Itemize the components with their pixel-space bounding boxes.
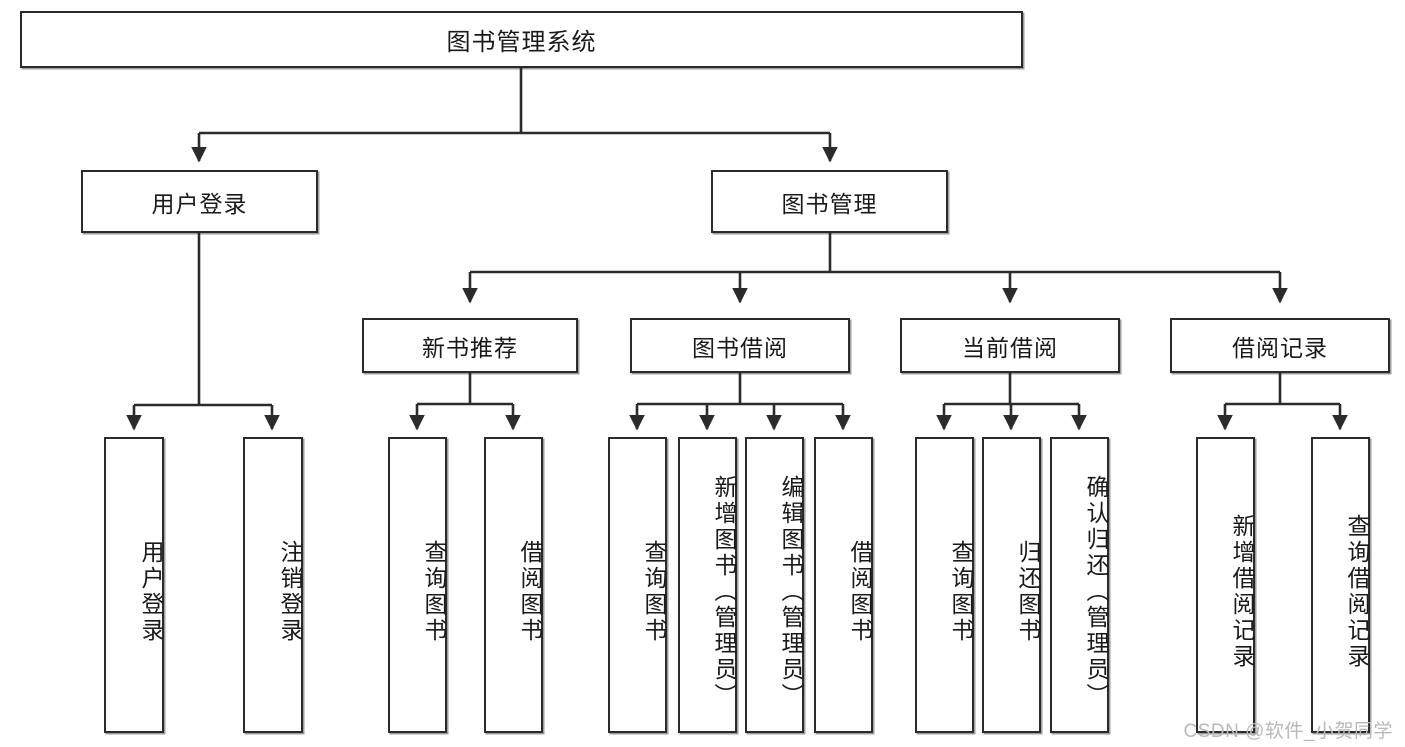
leaf-query-book-1[interactable]: 查询图书 bbox=[388, 437, 447, 733]
node-user-login[interactable]: 用户登录 bbox=[81, 170, 318, 233]
leaf-borrow-book-1[interactable]: 借阅图书 bbox=[484, 437, 543, 733]
leaf-add-book[interactable]: 新增图书（管理员） bbox=[678, 437, 737, 733]
leaf-borrow-book-2[interactable]: 借阅图书 bbox=[814, 437, 873, 733]
node-root-system[interactable]: 图书管理系统 bbox=[20, 11, 1023, 68]
node-borrow-record[interactable]: 借阅记录 bbox=[1170, 318, 1390, 373]
leaf-edit-book[interactable]: 编辑图书（管理员） bbox=[745, 437, 804, 733]
node-book-management[interactable]: 图书管理 bbox=[711, 170, 948, 233]
leaf-query-book-2[interactable]: 查询图书 bbox=[608, 437, 667, 733]
node-book-borrow[interactable]: 图书借阅 bbox=[630, 318, 850, 373]
node-new-book-recommend[interactable]: 新书推荐 bbox=[362, 318, 578, 373]
leaf-user-login[interactable]: 用户登录 bbox=[104, 437, 164, 733]
leaf-logout-login[interactable]: 注销登录 bbox=[243, 437, 303, 733]
leaf-query-book-3[interactable]: 查询图书 bbox=[915, 437, 974, 733]
leaf-confirm-return[interactable]: 确认归还（管理员） bbox=[1050, 437, 1109, 733]
node-current-borrow[interactable]: 当前借阅 bbox=[900, 318, 1120, 373]
leaf-query-record[interactable]: 查询借阅记录 bbox=[1311, 437, 1370, 733]
leaf-add-record[interactable]: 新增借阅记录 bbox=[1196, 437, 1255, 733]
leaf-return-book[interactable]: 归还图书 bbox=[982, 437, 1041, 733]
